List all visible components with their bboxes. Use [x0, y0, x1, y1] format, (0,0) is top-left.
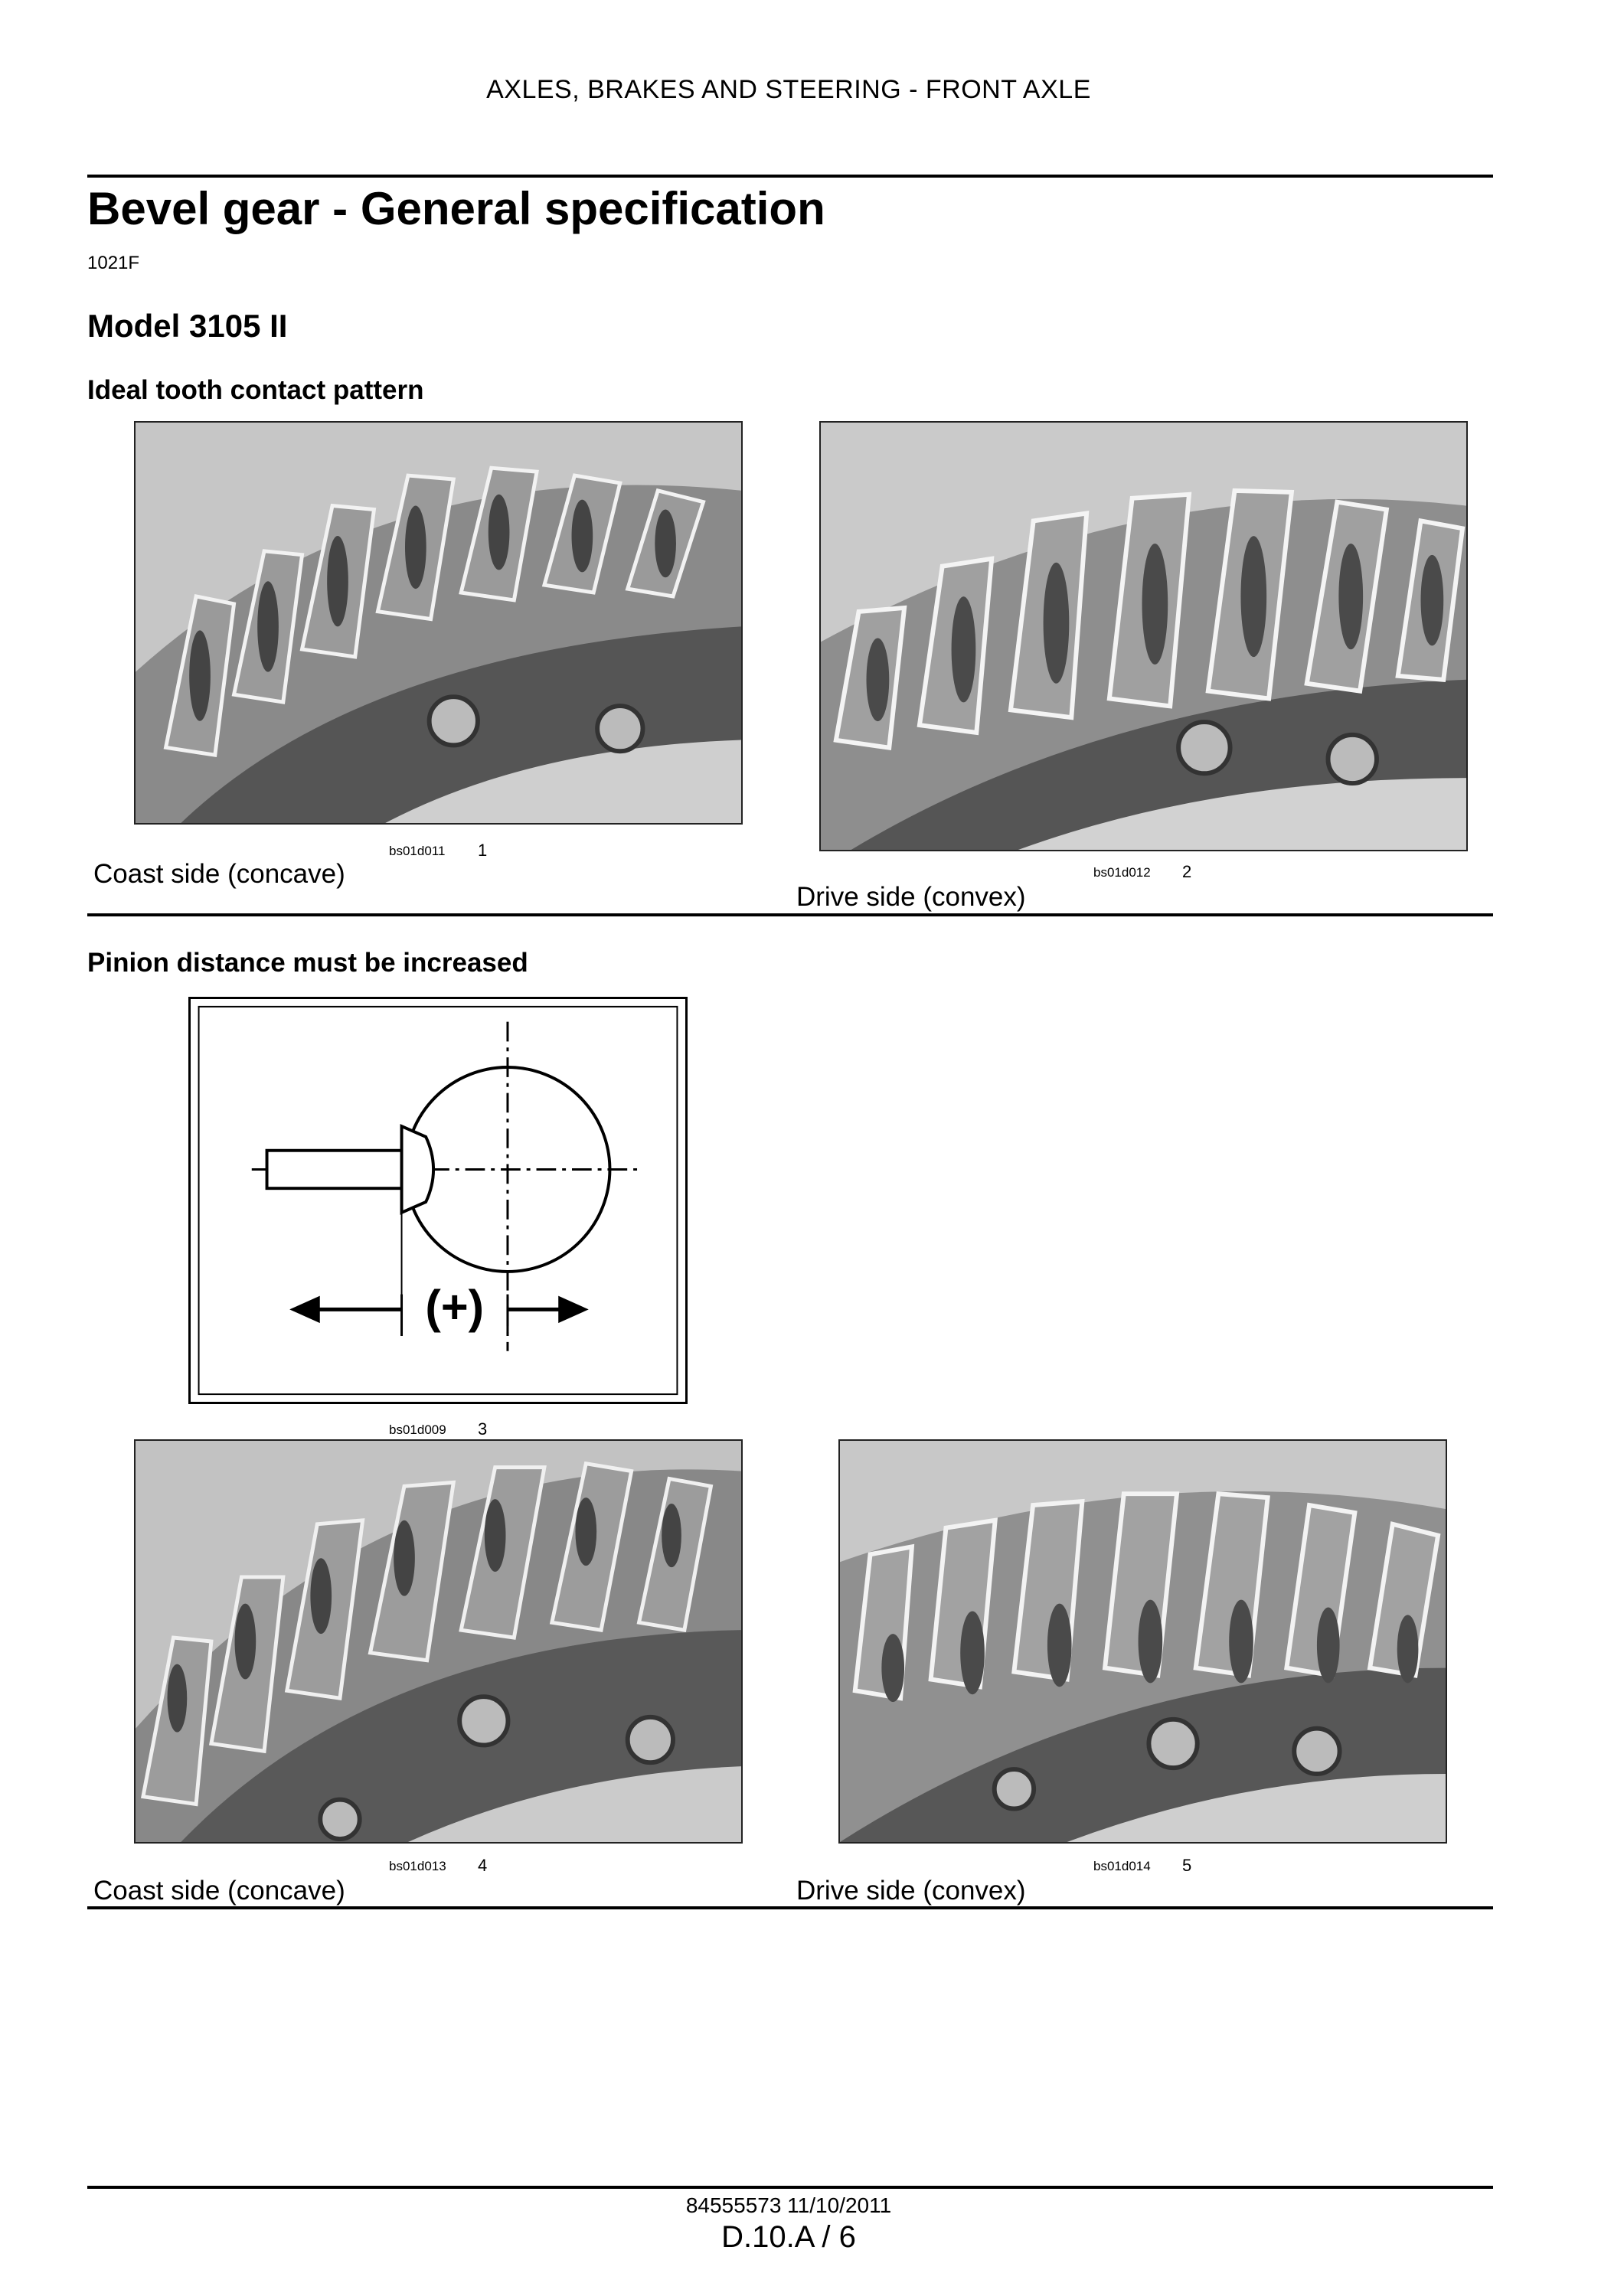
figure-number-1: 1	[478, 841, 488, 860]
gear-photo-coast-ideal	[134, 421, 743, 825]
figure-number-5: 5	[1182, 1856, 1192, 1875]
figure-number-2: 2	[1182, 862, 1192, 881]
figure-number-3: 3	[478, 1419, 488, 1439]
header-rule	[87, 175, 1493, 178]
figure-id-4: bs01d013	[389, 1859, 446, 1873]
ideal-contact-heading: Ideal tooth contact pattern	[87, 375, 424, 405]
caption-coast-increase: Coast side (concave)	[93, 1876, 345, 1906]
running-header: AXLES, BRAKES AND STEERING - FRONT AXLE	[486, 75, 1091, 104]
section-rule-2	[87, 1906, 1493, 1909]
section-rule-1	[87, 913, 1493, 916]
plus-label: (+)	[425, 1281, 484, 1333]
caption-drive-increase: Drive side (convex)	[796, 1876, 1026, 1906]
pinion-distance-diagram: (+)	[188, 997, 688, 1404]
caption-coast-ideal: Coast side (concave)	[93, 859, 345, 889]
footer-rule	[87, 2186, 1493, 2189]
section-code: 1021F	[87, 253, 140, 273]
caption-drive-ideal: Drive side (convex)	[796, 882, 1026, 912]
gear-photo-drive-increase	[838, 1439, 1447, 1844]
pinion-distance-heading: Pinion distance must be increased	[87, 948, 528, 978]
figure-id-3: bs01d009	[389, 1422, 446, 1437]
gear-photo-drive-ideal	[819, 421, 1468, 851]
figure-number-4: 4	[478, 1856, 488, 1875]
model-heading: Model 3105 II	[87, 308, 288, 344]
figure-id-5: bs01d014	[1093, 1859, 1151, 1873]
figure-id-1: bs01d011	[389, 844, 446, 858]
gear-photo-coast-increase	[134, 1439, 743, 1844]
page-number: D.10.A / 6	[721, 2220, 856, 2254]
footer-doc-date: 84555573 11/10/2011	[685, 2193, 892, 2217]
figure-id-2: bs01d012	[1093, 865, 1151, 880]
page-title: Bevel gear - General specification	[87, 183, 825, 234]
